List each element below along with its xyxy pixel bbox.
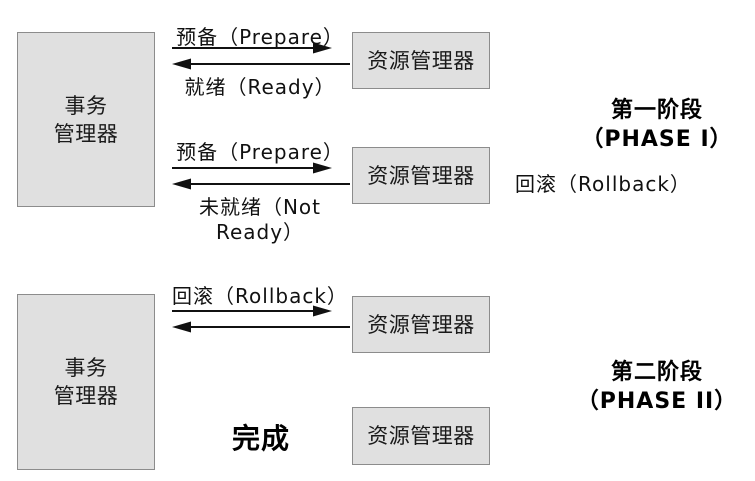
message-not-ready-label: 未就绪（Not Ready）: [198, 195, 322, 244]
message-rollback-label: 回滚（Rollback）: [172, 284, 348, 308]
message-ready-label: 就绪（Ready）: [184, 75, 336, 99]
transaction-manager-label: 事务 管理器: [53, 356, 119, 408]
forward-arrow-icon: [172, 42, 332, 54]
transaction-manager-label: 事务 管理器: [53, 93, 119, 146]
done-label: 完成: [231, 422, 290, 455]
resource-manager-label: 资源管理器: [367, 424, 475, 448]
forward-arrow-icon: [172, 162, 332, 174]
resource-manager-box-4: 资源管理器: [352, 407, 490, 465]
resource-manager-label: 资源管理器: [367, 48, 475, 73]
return-arrow-icon: [172, 321, 350, 333]
return-arrow-icon: [172, 58, 350, 70]
resource-manager-box-2: 资源管理器: [352, 147, 490, 204]
transaction-manager-box-phase1: 事务 管理器: [17, 32, 155, 207]
resource-manager-label: 资源管理器: [367, 163, 475, 188]
message-prepare-label: 预备（Prepare）: [176, 140, 344, 164]
transaction-manager-box-phase2: 事务 管理器: [17, 294, 155, 470]
phase2-title: 第二阶段 （PHASE II）: [576, 360, 738, 414]
resource-manager-label: 资源管理器: [367, 312, 475, 337]
resource-manager-box-1: 资源管理器: [352, 32, 490, 89]
resource-manager-box-3: 资源管理器: [352, 296, 490, 353]
rollback-note-label: 回滚（Rollback）: [515, 172, 691, 196]
phase1-title: 第一阶段 （PHASE I）: [581, 98, 733, 152]
return-arrow-icon: [172, 178, 350, 190]
forward-arrow-icon: [172, 305, 332, 317]
